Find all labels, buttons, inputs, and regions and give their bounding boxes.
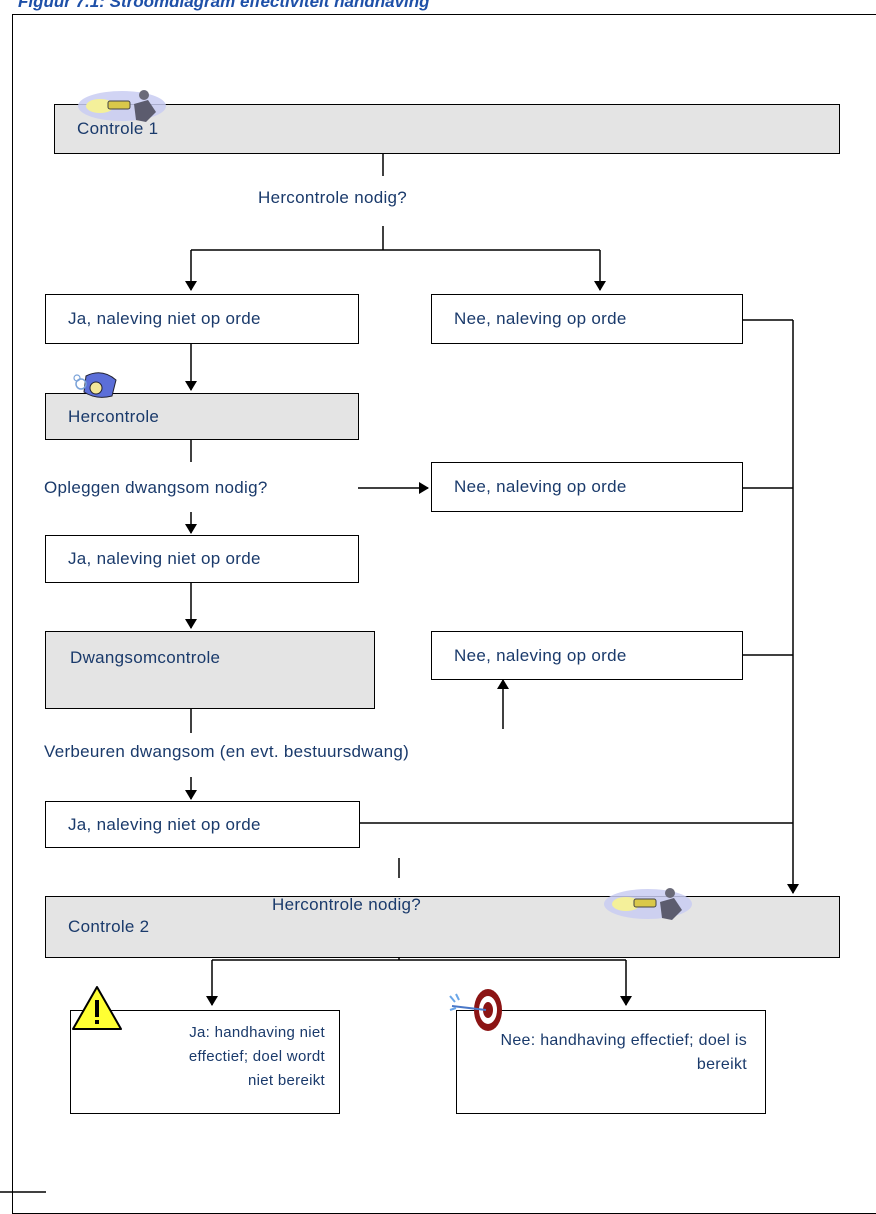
ja-box-1-label: Ja, naleving niet op orde <box>68 309 261 328</box>
inspector-flashlight-icon <box>604 888 692 920</box>
magnifier-person-icon <box>73 372 117 398</box>
nee-box-2: Nee, naleving op orde <box>431 462 743 512</box>
nee-box-3: Nee, naleving op orde <box>431 631 743 680</box>
dartboard-target-icon <box>449 989 502 1031</box>
question-dwangsom: Opleggen dwangsom nodig? <box>44 478 268 497</box>
nee-box-1: Nee, naleving op orde <box>431 294 743 344</box>
ja-box-2-label: Ja, naleving niet op orde <box>68 549 261 568</box>
controle-1-box: Controle 1 <box>54 104 840 154</box>
inspector-flashlight-icon <box>78 90 166 122</box>
hercontrole-box: Hercontrole <box>45 393 359 440</box>
nee-box-3-label: Nee, naleving op orde <box>454 645 627 665</box>
ja-box-3-label: Ja, naleving niet op orde <box>68 814 261 834</box>
dwangsomcontrole-box: Dwangsomcontrole <box>45 631 375 709</box>
ja-box-1: Ja, naleving niet op orde <box>45 294 359 344</box>
dwangsomcontrole-label: Dwangsomcontrole <box>70 648 221 667</box>
question-hercontrole-1: Hercontrole nodig? <box>258 188 408 207</box>
controle-1-label: Controle 1 <box>77 119 159 138</box>
question-hercontrole-2: Hercontrole nodig? <box>272 895 422 914</box>
nee-box-2-label: Nee, naleving op orde <box>454 477 627 496</box>
question-verbeuren: Verbeuren dwangsom (en evt. bestuursdwan… <box>44 742 410 761</box>
nee-box-1-label: Nee, naleving op orde <box>454 309 627 328</box>
final-ja-box: Ja: handhaving niet effectief; doel word… <box>70 1010 340 1114</box>
figure-title: Figuur 7.1: Stroomdiagram effectiviteit … <box>18 0 430 11</box>
final-nee-label: Nee: handhaving effectief; doel is berei… <box>500 1032 747 1073</box>
ja-box-2: Ja, naleving niet op orde <box>45 535 359 583</box>
final-ja-label: Ja: handhaving niet effectief; doel word… <box>188 1024 325 1089</box>
controle-2-label: Controle 2 <box>68 917 150 936</box>
controle-2-box: Controle 2 <box>45 896 840 958</box>
warning-triangle-icon <box>72 986 122 1030</box>
ja-box-3: Ja, naleving niet op orde <box>45 801 360 848</box>
hercontrole-label: Hercontrole <box>68 406 160 426</box>
final-nee-box: Nee: handhaving effectief; doel is berei… <box>456 1010 766 1114</box>
